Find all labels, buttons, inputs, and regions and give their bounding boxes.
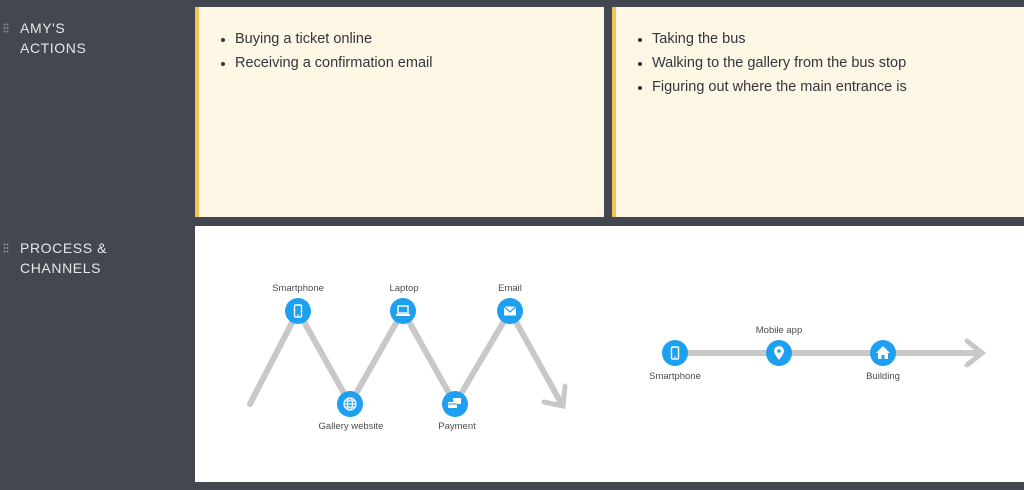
row-label-text: AMY'S ACTIONS — [20, 20, 87, 56]
action-card[interactable]: Taking the bus Walking to the gallery fr… — [612, 7, 1024, 217]
row-label-process: PROCESS & CHANNELS — [0, 232, 190, 292]
payment-icon — [448, 398, 461, 408]
home-icon — [876, 346, 890, 359]
drag-handle-icon[interactable] — [3, 243, 9, 253]
node-gallery-website — [337, 391, 363, 417]
node-label: Laptop — [389, 283, 419, 294]
row-label-actions: AMY'S ACTIONS — [0, 12, 190, 72]
action-list: Buying a ticket online Receiving a confi… — [221, 27, 432, 75]
map-pin-icon — [774, 346, 784, 360]
process-panel[interactable]: Smartphone Gallery website Laptop Paymen… — [195, 226, 1024, 482]
node-email — [497, 298, 523, 324]
node-payment — [442, 391, 468, 417]
node-label: Email — [498, 283, 522, 294]
smartphone-icon — [670, 346, 680, 360]
list-item: Buying a ticket online — [221, 27, 432, 51]
node-label: Smartphone — [649, 371, 701, 382]
arrow-head — [964, 338, 987, 368]
node-label: Gallery website — [318, 421, 384, 432]
process-diagram — [247, 298, 987, 417]
node-building — [870, 340, 896, 366]
node-laptop — [390, 298, 416, 324]
drag-handle-icon[interactable] — [3, 23, 9, 33]
list-item: Taking the bus — [638, 27, 907, 51]
node-label: Building — [866, 371, 900, 382]
arrow-head — [541, 383, 568, 410]
node-smartphone — [285, 298, 311, 324]
action-card[interactable]: Buying a ticket online Receiving a confi… — [195, 7, 604, 217]
node-mobile-app — [766, 340, 792, 366]
smartphone-icon — [293, 304, 303, 318]
node-smartphone-2 — [662, 340, 688, 366]
email-icon — [503, 306, 517, 316]
node-label: Mobile app — [755, 325, 803, 336]
node-label: Smartphone — [272, 283, 324, 294]
flow-path — [247, 304, 563, 411]
list-item: Receiving a confirmation email — [221, 51, 432, 75]
node-label: Payment — [438, 421, 476, 432]
action-list: Taking the bus Walking to the gallery fr… — [638, 27, 907, 99]
laptop-icon — [396, 305, 410, 316]
list-item: Figuring out where the main entrance is — [638, 75, 907, 99]
row-label-text: PROCESS & CHANNELS — [20, 240, 108, 276]
globe-icon — [343, 397, 357, 411]
list-item: Walking to the gallery from the bus stop — [638, 51, 907, 75]
